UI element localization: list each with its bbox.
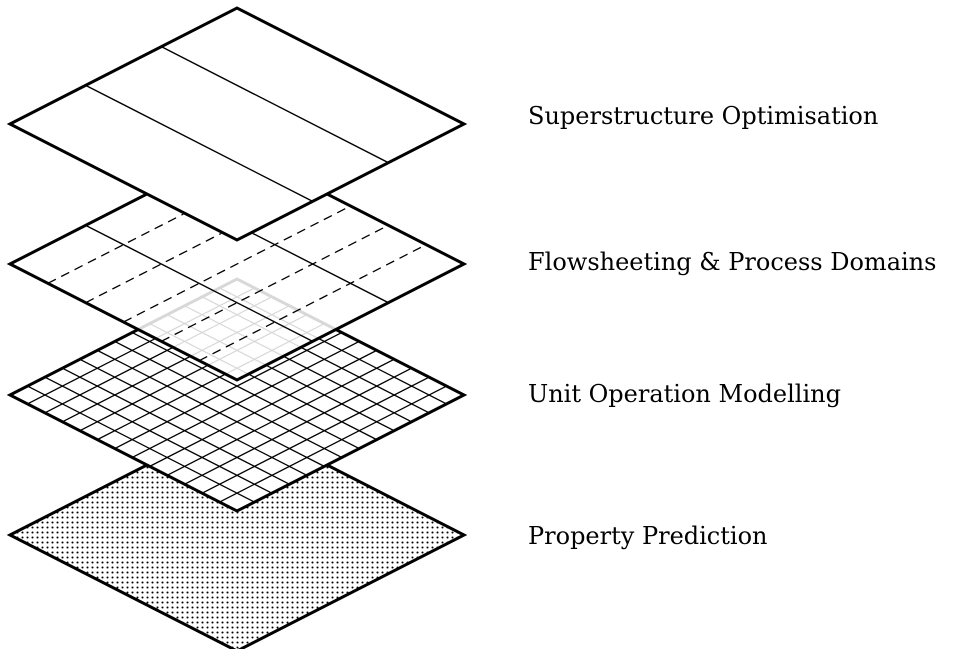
ghost-grid-line — [97, 323, 325, 380]
ghost-grid-line — [149, 323, 377, 380]
layer-superstructure — [6, 6, 468, 242]
grid-line — [27, 385, 255, 503]
grid-line — [114, 331, 343, 450]
grid-line — [149, 349, 377, 467]
grid-line — [201, 376, 430, 494]
label-unit-operation-modelling: Unit Operation Modelling — [528, 380, 841, 408]
ghost-plane-outline — [10, 277, 464, 380]
grid-line — [79, 358, 308, 476]
grid-line — [219, 385, 447, 503]
grid-line — [62, 367, 290, 485]
superstructure-divider-line — [85, 84, 313, 202]
superstructure-plane-outline — [6, 6, 468, 242]
grid-line — [97, 349, 325, 467]
process-dashed-line — [161, 224, 389, 342]
grid-line — [131, 331, 360, 450]
label-property-prediction: Property Prediction — [528, 522, 768, 550]
superstructure-divider-line — [161, 46, 389, 164]
process-dashed-line — [123, 205, 351, 323]
superstructure-plane — [10, 8, 464, 240]
grid-line — [184, 367, 412, 485]
label-flowsheeting-process-domains: Flowsheeting & Process Domains — [528, 248, 937, 276]
superstructure-lines — [85, 46, 389, 202]
grid-line — [131, 340, 360, 459]
grid-line — [44, 376, 273, 494]
grid-line — [166, 358, 395, 476]
grid-line — [114, 340, 343, 459]
layer-unit-operation-modelling — [6, 277, 468, 513]
domain-boundary-line — [85, 224, 313, 342]
label-superstructure-optimisation: Superstructure Optimisation — [528, 102, 879, 130]
process-dashed-line — [198, 244, 427, 362]
